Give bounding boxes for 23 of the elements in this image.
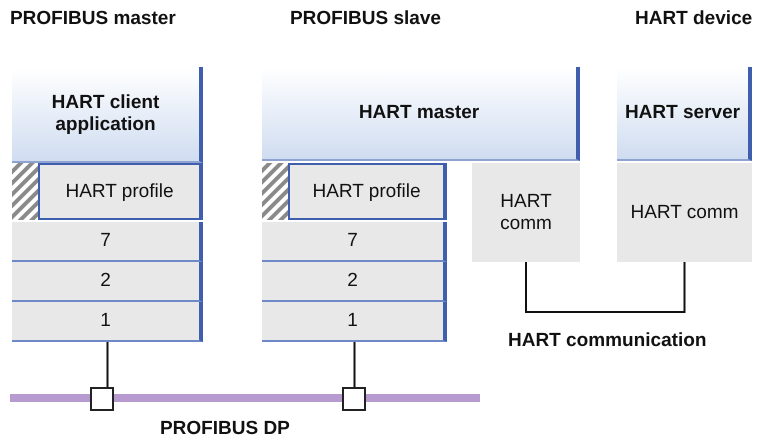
column-heading: PROFIBUS slave	[290, 8, 441, 30]
connector-box	[90, 387, 114, 411]
connector-line	[525, 262, 686, 313]
profile-box: HART profile	[38, 163, 203, 220]
layer-box: 2	[12, 262, 203, 302]
connector-box	[342, 387, 366, 411]
layer-box: 7	[262, 222, 447, 262]
layer-box: 7	[12, 222, 203, 262]
comm-box: HART comm	[617, 163, 752, 262]
column-heading: PROFIBUS master	[10, 8, 176, 30]
comm-box: HART comm	[472, 163, 580, 262]
profile-box: HART profile	[288, 163, 447, 220]
connector-line	[106, 342, 108, 387]
application-box: HART master	[262, 67, 580, 161]
connector-line	[354, 342, 356, 387]
layer-box: 1	[12, 302, 203, 342]
application-box: HART client application	[12, 67, 203, 163]
column-heading: HART device	[635, 8, 752, 30]
edge-label: HART communication	[508, 330, 706, 352]
layer-box: 2	[262, 262, 447, 302]
application-box: HART server	[617, 67, 752, 161]
bus-label: PROFIBUS DP	[160, 418, 290, 440]
layer-box: 1	[262, 302, 447, 342]
